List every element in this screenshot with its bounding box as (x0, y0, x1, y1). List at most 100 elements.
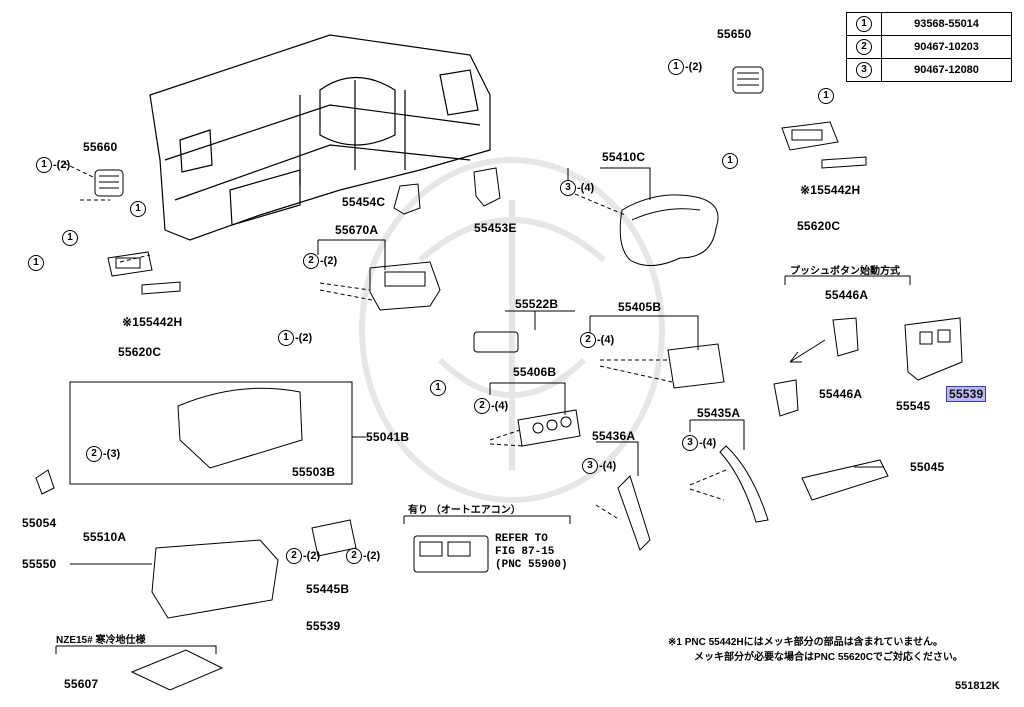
circle-number: 1 (36, 157, 52, 173)
part-55539-bottom[interactable]: 55539 (306, 619, 341, 633)
callout-1: 1 (818, 88, 834, 104)
part-55054[interactable]: 55054 (22, 516, 57, 530)
part-55446a-top[interactable]: 55446A (825, 288, 869, 302)
legend-part-number: 90467-10203 (881, 35, 1012, 59)
part-55539-highlighted[interactable]: 55539 (946, 386, 987, 402)
part-55454c[interactable]: 55454C (342, 195, 386, 209)
vent-right (732, 66, 764, 94)
arrow-down-left (789, 339, 826, 363)
callout-3-4: 3-(4) (560, 180, 594, 196)
panel-55670a (369, 261, 441, 311)
footnote-line1: ※1 PNC 55442Hにはメッキ部分の部品は含まれていません。 (668, 637, 944, 648)
legend-part-number: 90467-12080 (881, 58, 1012, 82)
circle-number: 1 (668, 59, 684, 75)
callout-3-4: 3-(4) (582, 458, 616, 474)
part-55510a[interactable]: 55510A (83, 530, 127, 544)
refer-to-line3[interactable]: (PNC 55900) (495, 559, 568, 571)
callout-1: 1 (722, 153, 738, 169)
circle-number: 1 (818, 88, 834, 104)
circle-number: 3 (560, 180, 576, 196)
watermark-emblem (359, 157, 665, 503)
part-55445b[interactable]: 55445B (306, 582, 350, 596)
strip-55442h-right (821, 156, 867, 169)
callout-1-2: 1-(2) (36, 157, 70, 173)
part-55620c-left[interactable]: 55620C (118, 345, 162, 359)
part-55607[interactable]: 55607 (64, 677, 99, 691)
circle-number: 1 (722, 153, 738, 169)
unit-55900 (413, 535, 489, 573)
vent-left (94, 169, 124, 197)
part-55041b[interactable]: 55041B (366, 430, 410, 444)
auto-ac-label: 有り （オートエアコン） (408, 505, 521, 516)
garnish-55436a (617, 475, 651, 551)
callout-1: 1 (62, 230, 78, 246)
legend-row: 2 90467-10203 (846, 35, 1012, 59)
display-55405b (667, 343, 725, 389)
panel-55406b (517, 409, 581, 447)
instrument-panel-illustration (149, 34, 491, 241)
callout-1-2: 1-(2) (668, 59, 702, 75)
part-55442h-right[interactable]: ※155442H (800, 183, 861, 197)
leader-lines (63, 162, 727, 521)
panel-55607 (130, 649, 224, 691)
part-55620c-right[interactable]: 55620C (797, 219, 841, 233)
figure-id: 551812K (955, 680, 1000, 692)
part-55522b[interactable]: 55522B (515, 297, 559, 311)
circle-number: 1 (278, 330, 294, 346)
nze-cold-spec-label: NZE15# 寒冷地仕様 (56, 635, 146, 646)
box-55522b (473, 331, 519, 353)
circle-number: 3 (682, 435, 698, 451)
circle-number: 1 (130, 201, 146, 217)
circle-number: 3 (582, 458, 598, 474)
legend-row: 1 93568-55014 (846, 12, 1012, 36)
part-55550[interactable]: 55550 (22, 557, 57, 571)
push-start-label: プッシュボタン始動方式 (790, 266, 900, 277)
circle-number: 2 (346, 548, 362, 564)
callout-2-2: 2-(2) (303, 253, 337, 269)
meter-hood-55410c (619, 194, 719, 266)
circle-number: 2 (303, 253, 319, 269)
legend-circle-number: 3 (856, 62, 872, 78)
switch-55620c-left (107, 251, 153, 277)
footnote-line2: メッキ部分が必要な場合はPNC 55620Cでご対応ください。 (694, 652, 963, 663)
part-55442h-left[interactable]: ※155442H (122, 315, 183, 329)
sensor-55054 (35, 469, 55, 495)
strip-55442h-left (141, 281, 181, 295)
part-55660[interactable]: 55660 (83, 140, 118, 154)
circle-number: 2 (580, 332, 596, 348)
legend-part-number: 93568-55014 (881, 12, 1012, 36)
part-55545[interactable]: 55545 (896, 399, 931, 413)
part-55435a[interactable]: 55435A (697, 406, 741, 420)
part-55446a-bottom[interactable]: 55446A (819, 387, 863, 401)
part-55503b[interactable]: 55503B (292, 465, 336, 479)
circle-number: 1 (28, 255, 44, 271)
part-55453e[interactable]: 55453E (474, 221, 517, 235)
callout-1-2: 1-(2) (278, 330, 312, 346)
part-55436a[interactable]: 55436A (592, 429, 636, 443)
part-55410c[interactable]: 55410C (602, 150, 646, 164)
switch-panel-55446a-b (773, 379, 799, 417)
switch-panel-55446a (832, 317, 859, 357)
callout-2-3: 2-(3) (86, 446, 120, 462)
switch-55620c-right (781, 121, 839, 151)
circle-number: 2 (474, 398, 490, 414)
part-55670a[interactable]: 55670A (335, 223, 379, 237)
callout-1: 1 (130, 201, 146, 217)
refer-to-line1[interactable]: REFER TO (495, 533, 548, 545)
legend-row: 3 90467-12080 (846, 58, 1012, 82)
part-55045[interactable]: 55045 (910, 460, 945, 474)
box-55041b (69, 381, 353, 485)
refer-to-line2[interactable]: FIG 87-15 (495, 546, 555, 558)
part-55405b[interactable]: 55405B (618, 300, 662, 314)
callout-2-2: 2-(2) (346, 548, 380, 564)
callout-1: 1 (430, 380, 446, 396)
legend-circle-number: 2 (856, 39, 872, 55)
panel-55045 (801, 459, 889, 501)
circle-number: 1 (62, 230, 78, 246)
part-55406b[interactable]: 55406B (513, 365, 557, 379)
group-brackets (55, 167, 911, 654)
garnish-55435a (719, 445, 769, 523)
part-55650[interactable]: 55650 (717, 27, 752, 41)
